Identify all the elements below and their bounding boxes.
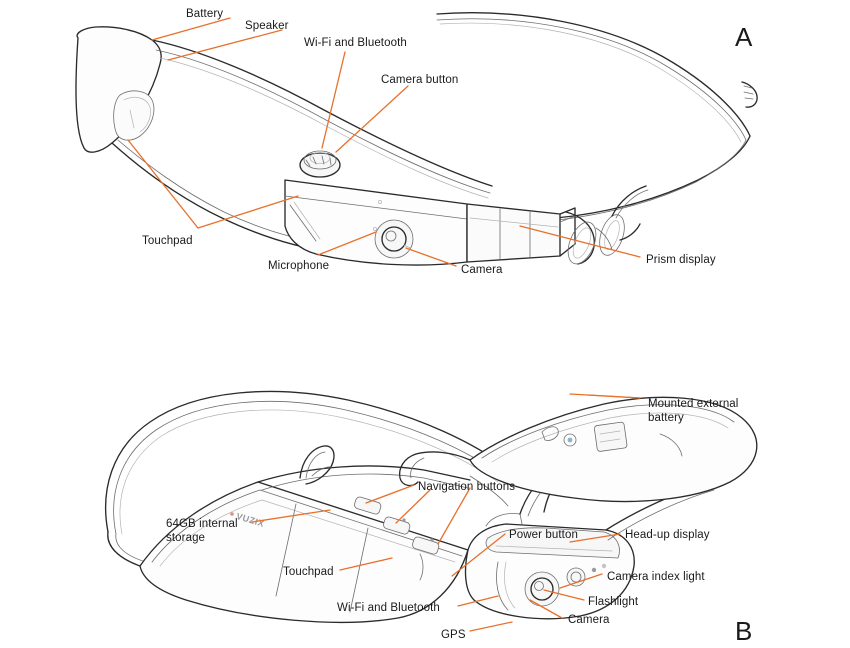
callout-speaker: Speaker [245,20,289,32]
callout-camera: Camera [461,264,503,276]
callout-mounted-external-battery: Mounted external battery [648,398,739,424]
glasses-illustration-a [75,12,758,266]
callout-camera-index-light: Camera index light [607,571,705,583]
callout-navigation-buttons: Navigation buttons [418,481,516,493]
callout-camera-b: Camera [568,614,610,626]
panel-a: A [0,0,850,300]
callout-wifi-bluetooth: Wi-Fi and Bluetooth [304,37,407,49]
callout-64gb-internal-storage: 64GB internal storage [166,518,238,544]
callout-prism-display: Prism display [646,254,716,266]
callout-wifi-bluetooth-b: Wi-Fi and Bluetooth [337,602,440,614]
panel-b-letter: B [735,616,753,646]
callout-microphone: Microphone [268,260,330,272]
callout-gps: GPS [441,629,466,641]
callout-power-button: Power button [509,529,578,541]
callout-battery: Battery [186,8,224,20]
callout-camera-button: Camera button [381,74,459,86]
callout-touchpad-b: Touchpad [283,566,334,578]
callout-flashlight: Flashlight [588,596,639,608]
glasses-illustration-b: VUZIX [105,390,758,623]
callout-touchpad: Touchpad [142,235,193,247]
panel-a-letter: A [735,22,753,52]
callout-head-up-display: Head-up display [625,529,710,541]
panel-b: B VUZIX [0,300,850,648]
